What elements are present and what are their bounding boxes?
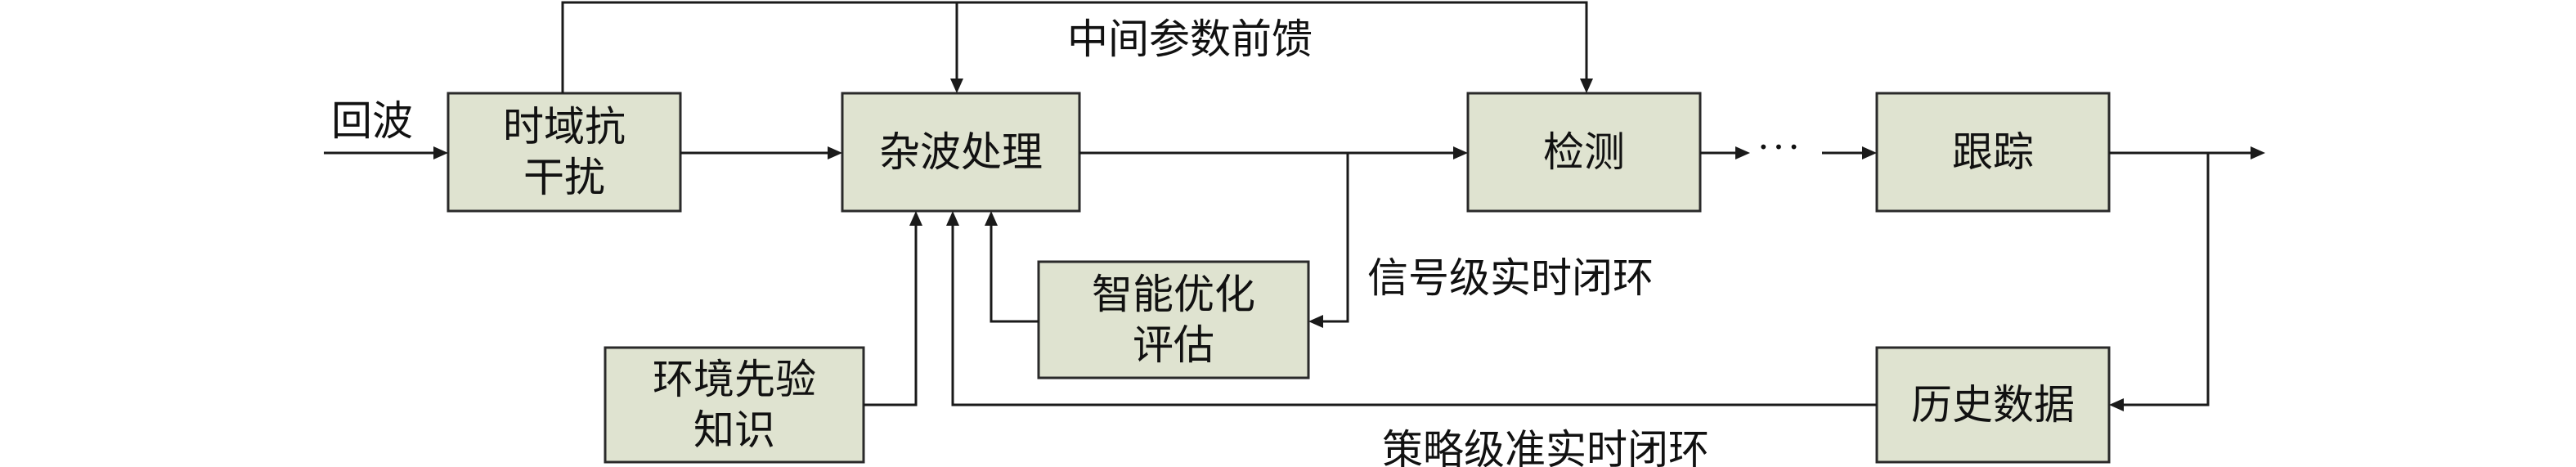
eval-to-clutter-line xyxy=(990,224,1039,323)
antijam-to-clutter-arrowhead xyxy=(828,146,842,159)
strategy-loop-annotation: 策略级准实时闭环 xyxy=(1382,427,1709,467)
detection-out-arrowhead xyxy=(1735,146,1750,159)
detection-text: 检测 xyxy=(1543,129,1625,175)
smart-optimization-eval-label: 智能优化 评估 xyxy=(1039,269,1308,370)
input-label: 回波 xyxy=(331,98,413,144)
tracking-label: 跟踪 xyxy=(1877,127,2109,177)
strategy-loop-arrowhead xyxy=(946,211,959,226)
prior-to-clutter-line xyxy=(864,224,918,406)
tracking-to-history-arrowhead xyxy=(2109,398,2124,411)
tracking-text: 跟踪 xyxy=(1952,129,2034,175)
time-domain-anti-jam-line1: 时域抗 xyxy=(503,104,626,150)
feedforward-detection-arrowhead xyxy=(1580,79,1593,93)
clutter-processing-box xyxy=(841,92,1081,213)
feedforward-line xyxy=(561,1,1588,93)
environment-prior-line1: 环境先验 xyxy=(653,357,816,402)
ellipsis-to-tracking-arrowhead xyxy=(1862,146,1877,159)
history-data-box xyxy=(1875,346,2111,464)
detection-label: 检测 xyxy=(1468,127,1700,177)
strategy-loop-line xyxy=(951,224,1877,406)
environment-prior-box xyxy=(604,346,865,464)
feedforward-annotation: 中间参数前馈 xyxy=(1067,16,1313,62)
clutter-processing-label: 杂波处理 xyxy=(842,127,1079,177)
time-domain-anti-jam-label: 时域抗 干扰 xyxy=(448,101,680,203)
environment-prior-line2: 知识 xyxy=(693,407,775,453)
history-data-label: 历史数据 xyxy=(1877,379,2109,430)
signal-loop-annotation: 信号级实时闭环 xyxy=(1367,255,1654,301)
tracking-to-history-line xyxy=(2122,153,2210,406)
tracking-out-arrowhead xyxy=(2251,146,2265,159)
smart-optimization-eval-line1: 智能优化 xyxy=(1092,272,1255,317)
time-domain-anti-jam-box xyxy=(447,92,682,213)
signal-loop-line xyxy=(1322,153,1349,323)
time-domain-anti-jam-line2: 干扰 xyxy=(523,155,605,200)
signal-loop-arrowhead xyxy=(1308,315,1323,328)
eval-to-clutter-arrowhead xyxy=(985,211,998,226)
smart-optimization-eval-box xyxy=(1037,260,1310,379)
input-arrowhead xyxy=(433,146,448,159)
environment-prior-label: 环境先验 知识 xyxy=(605,354,864,456)
feedforward-clutter-arrowhead xyxy=(950,79,963,93)
clutter-to-detection-arrowhead xyxy=(1453,146,1468,159)
tracking-box xyxy=(1875,92,2111,213)
clutter-processing-text: 杂波处理 xyxy=(879,129,1043,175)
detection-box xyxy=(1466,92,1702,213)
smart-optimization-eval-line2: 评估 xyxy=(1133,322,1214,368)
history-data-text: 历史数据 xyxy=(1911,382,2075,428)
ellipsis-annotation: ··· xyxy=(1757,123,1802,169)
prior-to-clutter-arrowhead xyxy=(909,211,922,226)
